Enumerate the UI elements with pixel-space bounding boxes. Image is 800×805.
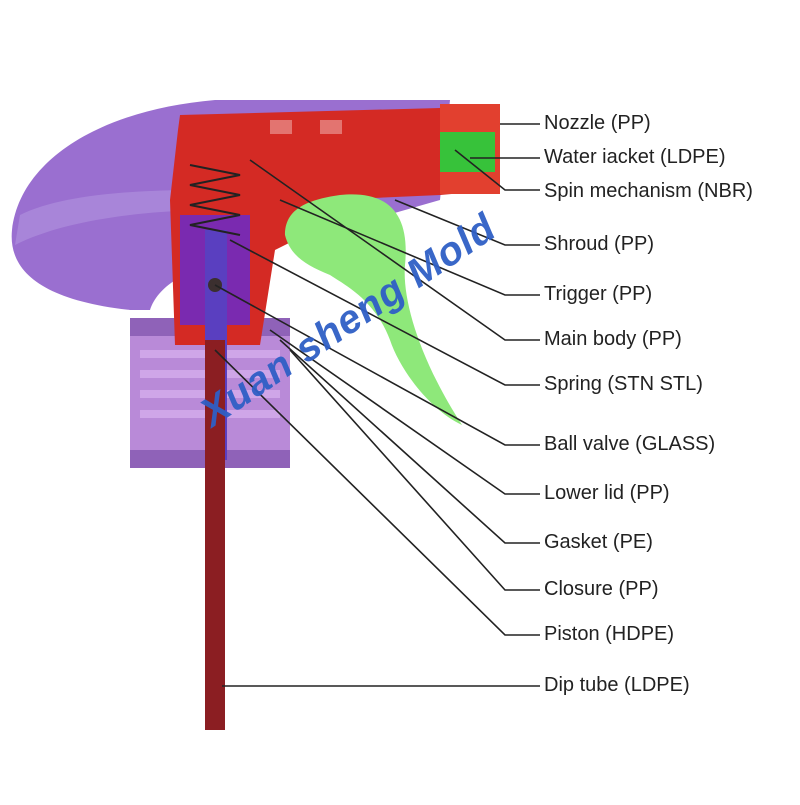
dip-tube-part — [205, 340, 225, 730]
main-body-part — [170, 108, 500, 345]
trigger-part — [285, 194, 462, 425]
leader-spin — [454, 149, 540, 191]
leader-lines — [214, 123, 540, 687]
label-spin-mechanism: Spin mechanism (NBR) — [544, 180, 753, 202]
main-body-slot — [320, 120, 342, 134]
shroud-highlight — [15, 190, 200, 245]
label-spring: Spring (STN STL) — [544, 373, 703, 395]
leader-trigger — [279, 199, 540, 296]
water-jacket-part — [440, 132, 495, 172]
label-ball-valve: Ball valve (GLASS) — [544, 433, 716, 455]
label-piston: Piston (HDPE) — [544, 623, 675, 645]
label-nozzle: Nozzle (PP) — [544, 112, 651, 134]
label-lower-lid: Lower lid (PP) — [544, 482, 670, 504]
leader-lower-lid — [269, 329, 540, 495]
leader-gasket — [279, 339, 540, 544]
spring-part — [189, 164, 241, 236]
leader-ball-valve — [214, 284, 540, 446]
label-shroud: Shroud (PP) — [544, 233, 655, 255]
main-body-slot — [270, 120, 292, 134]
label-main-body: Main body (PP) — [544, 328, 682, 350]
leader-shroud — [394, 199, 540, 246]
leader-piston — [214, 349, 540, 636]
label-trigger: Trigger (PP) — [544, 283, 653, 305]
leader-main-body — [249, 159, 540, 341]
label-dip-tube: Dip tube (LDPE) — [544, 674, 690, 696]
label-gasket: Gasket (PE) — [544, 531, 653, 553]
leader-spring — [229, 239, 540, 386]
label-water-jacket: Water iacket (LDPE) — [544, 146, 726, 168]
label-closure: Closure (PP) — [544, 578, 659, 600]
leader-closure — [289, 349, 540, 591]
